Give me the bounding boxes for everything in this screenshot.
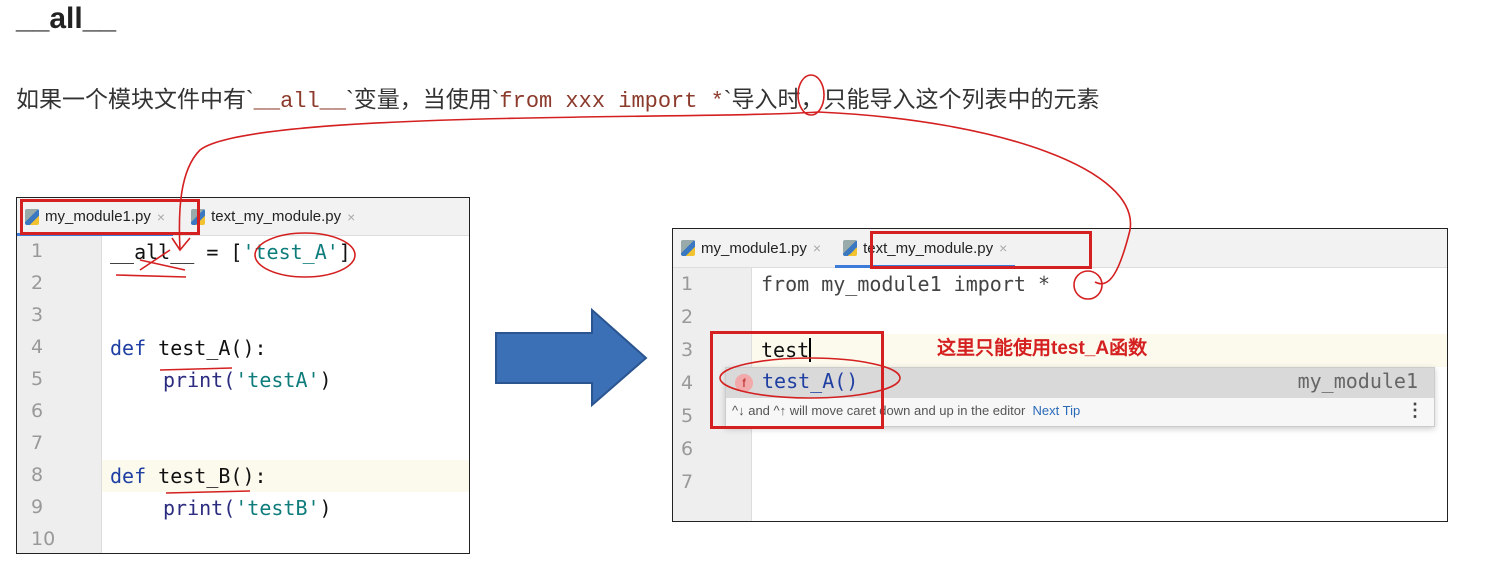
code-line-8: def test_B(): bbox=[110, 464, 267, 488]
close-icon[interactable]: × bbox=[347, 208, 356, 225]
line-number: 8 bbox=[31, 464, 44, 486]
desc-stmt: from xxx import * bbox=[499, 89, 724, 114]
line-number: 10 bbox=[31, 528, 56, 550]
line-number: 7 bbox=[681, 471, 694, 493]
tab-label: text_my_module.py bbox=[211, 208, 342, 225]
line-number: 1 bbox=[31, 240, 44, 262]
line-number: 2 bbox=[681, 306, 694, 328]
python-file-icon bbox=[681, 240, 695, 256]
line-number: 7 bbox=[31, 432, 44, 454]
page-title: __all__ bbox=[16, 2, 117, 35]
line-number: 5 bbox=[681, 405, 694, 427]
close-icon[interactable]: × bbox=[156, 208, 166, 225]
line-number: 6 bbox=[31, 400, 44, 422]
tab-label: my_module1.py bbox=[701, 239, 807, 257]
line-number: 4 bbox=[31, 336, 44, 358]
close-icon[interactable]: × bbox=[812, 240, 822, 256]
line-number: 4 bbox=[681, 372, 694, 394]
desc-mid: `变量，当使用` bbox=[346, 86, 500, 112]
completion-module: my_module1 bbox=[1297, 369, 1418, 393]
more-options-icon[interactable]: ⋮ bbox=[1406, 400, 1424, 420]
code-line-5: print('testA') bbox=[163, 368, 332, 392]
code-line-1: __all__ = ['test_A'] bbox=[110, 240, 351, 264]
line-number: 1 bbox=[681, 273, 694, 295]
line-number: 6 bbox=[681, 438, 694, 460]
gutter bbox=[17, 236, 102, 553]
python-file-icon bbox=[843, 240, 858, 256]
highlight-box bbox=[870, 231, 1092, 269]
desc-after: `导入时，只能导入这个列表中的元素 bbox=[723, 86, 1100, 112]
code-line-4: def test_A(): bbox=[110, 336, 267, 360]
line-number: 2 bbox=[31, 272, 44, 294]
python-file-icon bbox=[25, 208, 39, 225]
description: 如果一个模块文件中有`__all__`变量，当使用`from xxx impor… bbox=[16, 80, 1100, 114]
code-line-1: from my_module1 import * bbox=[761, 272, 1050, 296]
line-number: 3 bbox=[681, 339, 694, 361]
highlight-box bbox=[710, 331, 884, 429]
line-number: 5 bbox=[31, 368, 44, 390]
tab-my-module1[interactable]: my_module1.py × bbox=[673, 229, 829, 267]
next-tip-link[interactable]: Next Tip bbox=[1032, 403, 1081, 418]
right-arrow-icon bbox=[495, 308, 648, 408]
desc-var: __all__ bbox=[253, 89, 347, 114]
line-number: 9 bbox=[31, 496, 44, 518]
highlight-box bbox=[20, 199, 200, 235]
line-number: 3 bbox=[31, 304, 44, 326]
desc-before: 如果一个模块文件中有` bbox=[16, 86, 254, 112]
left-editor: my_module1.py × text_my_module.py × 1 2 3 4 5 6… bbox=[16, 197, 470, 554]
code-line-9: print('testB') bbox=[163, 496, 332, 520]
tab-label: my_module1.py bbox=[45, 208, 151, 225]
annotation-text: 这里只能使用test_A函数 bbox=[937, 338, 1148, 359]
completion-hint: ^↓ and ^↑ will move caret down and up in… bbox=[732, 403, 1081, 418]
tab-text-my-module[interactable]: text_my_module.py × bbox=[183, 198, 363, 235]
